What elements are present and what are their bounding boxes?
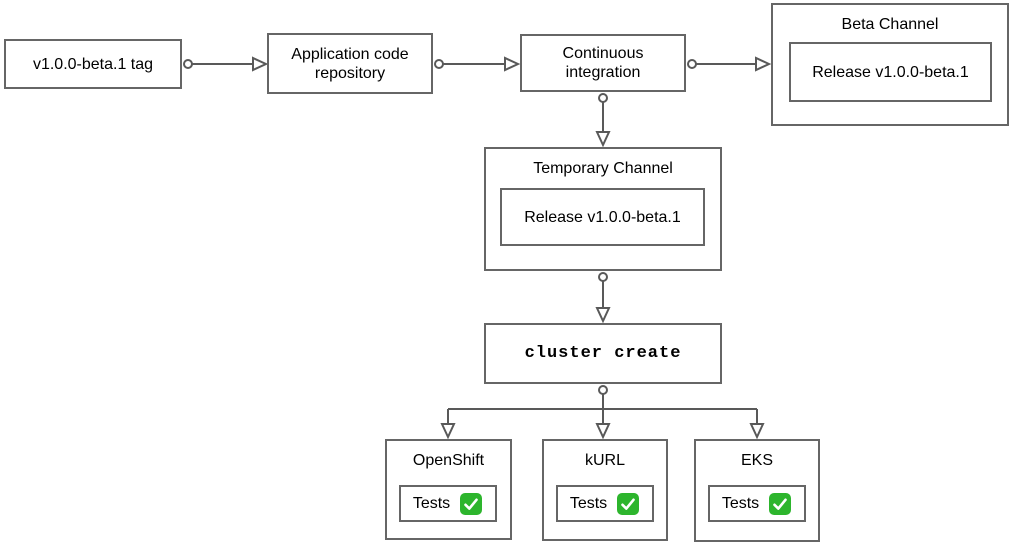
arrowhead-icon: [595, 423, 611, 440]
green-checkmark-icon: [616, 492, 640, 516]
node-cluster-create: cluster create: [484, 323, 722, 384]
arrowhead-icon: [504, 56, 521, 72]
node-kurl-title: kURL: [584, 452, 625, 469]
arrowhead-icon: [595, 307, 611, 324]
connector-source-dot: [183, 59, 193, 69]
node-temporary-channel-release: Release v1.0.0-beta.1: [500, 188, 705, 246]
connector-source-dot: [434, 59, 444, 69]
node-beta-channel-release-label: Release v1.0.0-beta.1: [812, 63, 969, 81]
node-eks-tests: Tests: [708, 485, 806, 522]
arrowhead-icon: [595, 131, 611, 148]
node-version-tag: v1.0.0-beta.1 tag: [4, 39, 182, 89]
connector-source-dot: [598, 93, 608, 103]
tests-label: Tests: [569, 495, 608, 512]
node-beta-channel-title: Beta Channel: [841, 16, 939, 33]
connector-source-dot: [687, 59, 697, 69]
connector-ci-to-temporary-channel: [595, 93, 611, 148]
node-kurl-tests: Tests: [556, 485, 654, 522]
arrowhead-icon: [749, 423, 765, 440]
arrowhead-icon: [755, 56, 772, 72]
node-application-code-repository: Application code repository: [267, 33, 433, 94]
arrowhead-icon: [440, 423, 456, 440]
connector-source-dot: [598, 385, 608, 395]
node-eks: EKS Tests: [694, 439, 820, 542]
node-beta-channel: Beta Channel Release v1.0.0-beta.1: [771, 3, 1009, 126]
node-version-tag-label: v1.0.0-beta.1 tag: [32, 55, 154, 73]
tests-label: Tests: [721, 495, 760, 512]
node-cluster-create-label: cluster create: [524, 344, 682, 363]
node-eks-title: EKS: [740, 452, 773, 469]
node-beta-channel-release: Release v1.0.0-beta.1: [789, 42, 992, 102]
connector-repo-to-ci: [434, 56, 521, 72]
node-kurl: kURL Tests: [542, 439, 668, 541]
connector-cluster-create-branch: [440, 385, 765, 440]
node-continuous-integration: Continuous integration: [520, 34, 686, 92]
node-application-code-repository-label: Application code repository: [291, 45, 409, 82]
connector-temporary-channel-to-cluster-create: [595, 272, 611, 324]
connector-ci-to-beta-channel: [687, 56, 772, 72]
connector-source-dot: [598, 272, 608, 282]
tests-label: Tests: [412, 495, 451, 512]
tests-row: Tests: [570, 492, 640, 516]
tests-row: Tests: [413, 492, 483, 516]
node-openshift: OpenShift Tests: [385, 439, 512, 540]
node-openshift-tests: Tests: [399, 485, 497, 522]
node-openshift-title: OpenShift: [412, 452, 485, 469]
node-temporary-channel-release-label: Release v1.0.0-beta.1: [524, 208, 681, 226]
node-temporary-channel-title: Temporary Channel: [533, 160, 673, 177]
arrowhead-icon: [252, 56, 269, 72]
node-temporary-channel: Temporary Channel Release v1.0.0-beta.1: [484, 147, 722, 271]
green-checkmark-icon: [768, 492, 792, 516]
green-checkmark-icon: [459, 492, 483, 516]
tests-row: Tests: [722, 492, 792, 516]
node-continuous-integration-label: Continuous integration: [562, 45, 644, 81]
connector-tag-to-repo: [183, 56, 269, 72]
